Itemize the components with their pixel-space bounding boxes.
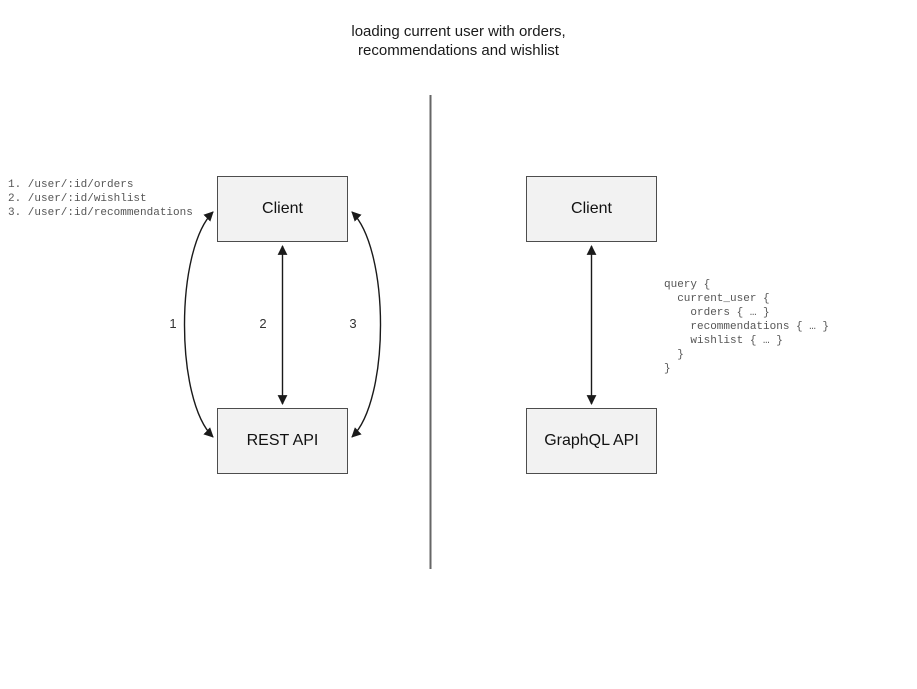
rest-endpoint-list: 1. /user/:id/orders 2. /user/:id/wishlis… bbox=[8, 179, 193, 219]
page-title: loading current user with orders, recomm… bbox=[351, 23, 566, 59]
rest-edge-1-curve bbox=[183, 211, 214, 438]
edge-label-3: 3 bbox=[349, 316, 357, 331]
node-rest-api-label: REST API bbox=[246, 432, 319, 449]
node-graphql-api[interactable]: GraphQL API bbox=[526, 408, 657, 474]
edge-label-2: 2 bbox=[259, 316, 267, 331]
node-graphql-client[interactable]: Client bbox=[526, 176, 657, 242]
node-graphql-api-label: GraphQL API bbox=[544, 432, 639, 449]
node-rest-client[interactable]: Client bbox=[217, 176, 348, 242]
node-rest-client-label: Client bbox=[262, 200, 303, 217]
edge-label-1: 1 bbox=[169, 316, 177, 331]
node-graphql-client-label: Client bbox=[571, 200, 612, 217]
rest-edge-3-curve bbox=[351, 211, 382, 438]
graphql-query-snippet: query { current_user { orders { … } reco… bbox=[664, 279, 830, 375]
node-rest-api[interactable]: REST API bbox=[217, 408, 348, 474]
